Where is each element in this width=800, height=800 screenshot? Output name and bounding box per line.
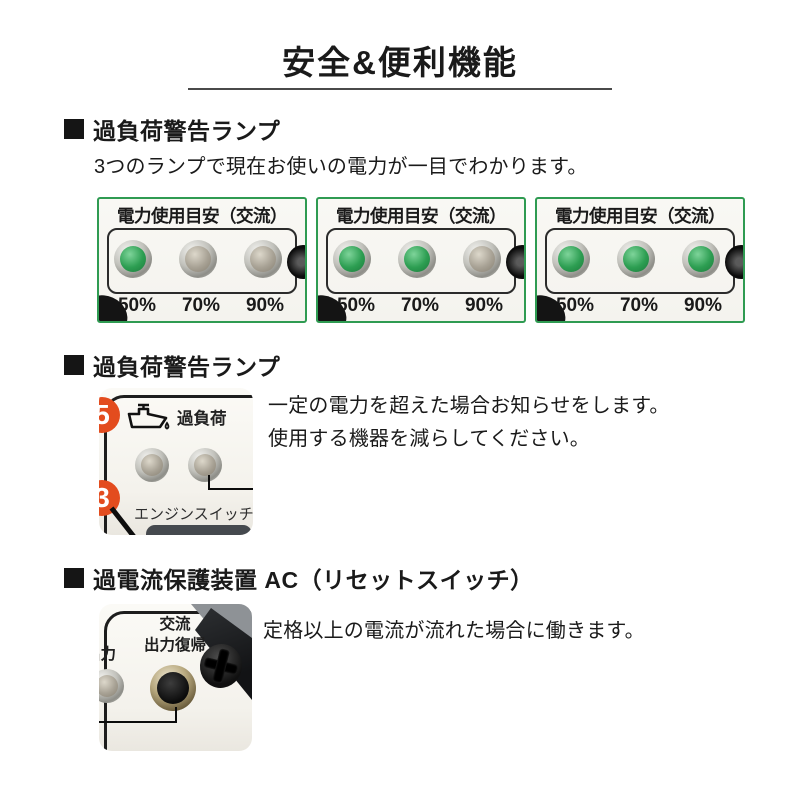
indicator-lamp-50-icon bbox=[333, 240, 371, 278]
lamp-box bbox=[326, 228, 516, 294]
section-2-description: 一定の電力を超えた場合お知らせをします。 使用する機器を減らしてください。 bbox=[268, 390, 670, 456]
warning-lamp-icon bbox=[135, 448, 169, 482]
meter-label-50: 50% bbox=[336, 295, 376, 316]
callout-line bbox=[208, 475, 253, 490]
indicator-lamp-90-icon bbox=[463, 240, 501, 278]
warning-lamp-icon bbox=[188, 448, 222, 482]
indicator-lamp-90-icon bbox=[682, 240, 720, 278]
section-bullet-icon bbox=[64, 355, 84, 375]
overload-lamp-label: 過負荷 bbox=[177, 410, 227, 428]
meter-label-90: 90% bbox=[683, 295, 723, 316]
power-meter-panel-1: 電力使用目安（交流） 50% 70% 90% bbox=[97, 197, 307, 323]
meter-label-70: 70% bbox=[400, 295, 440, 316]
step-badge-3: 3 bbox=[99, 480, 120, 516]
section-1-title: 過負荷警告ランプ bbox=[93, 118, 281, 144]
overload-lamp-photo: 5 過負荷 3 エンジンスイッチ bbox=[99, 388, 253, 535]
panel-outline bbox=[104, 395, 253, 535]
engine-switch-recess bbox=[146, 525, 252, 535]
callout-line bbox=[99, 707, 177, 723]
meter-title: 電力使用目安（交流） bbox=[117, 206, 288, 226]
indicator-lamp-70-icon bbox=[617, 240, 655, 278]
description-line-1: 一定の電力を超えた場合お知らせをします。 bbox=[268, 395, 670, 417]
indicator-lamp-90-icon bbox=[244, 240, 282, 278]
section-1-heading: 過負荷警告ランプ bbox=[64, 112, 280, 146]
section-3-title: 過電流保護装置 AC（リセットスイッチ） bbox=[93, 567, 534, 593]
lamp-box bbox=[545, 228, 735, 294]
meter-label-50: 50% bbox=[555, 295, 595, 316]
section-1-description: 3つのランプで現在お使いの電力が一目でわかります。 bbox=[94, 156, 588, 178]
reset-button bbox=[150, 665, 196, 711]
lamp-box bbox=[107, 228, 297, 294]
section-2-title: 過負荷警告ランプ bbox=[93, 354, 281, 380]
section-3-heading: 過電流保護装置 AC（リセットスイッチ） bbox=[64, 561, 534, 595]
grommet-icon bbox=[506, 245, 524, 279]
grommet-icon bbox=[725, 245, 743, 279]
meter-title: 電力使用目安（交流） bbox=[336, 206, 507, 226]
reset-switch-photo: 交流 出力復帰 出力 bbox=[99, 604, 252, 751]
grommet-icon bbox=[287, 245, 305, 279]
title-underline bbox=[188, 88, 612, 90]
engine-switch-label: エンジンスイッチ bbox=[134, 506, 253, 523]
ac-label-line-2: 出力復帰 bbox=[143, 637, 206, 654]
section-3-description: 定格以上の電流が流れた場合に働きます。 bbox=[263, 620, 645, 642]
meter-label-50: 50% bbox=[117, 295, 157, 316]
meter-title: 電力使用目安（交流） bbox=[555, 206, 726, 226]
output-partial-label: 出力 bbox=[99, 646, 117, 663]
meter-label-90: 90% bbox=[245, 295, 285, 316]
oil-can-icon bbox=[127, 403, 170, 430]
page-title: 安全&便利機能 bbox=[282, 44, 518, 81]
meter-label-90: 90% bbox=[464, 295, 504, 316]
meter-label-70: 70% bbox=[181, 295, 221, 316]
indicator-lamp-70-icon bbox=[398, 240, 436, 278]
power-meter-row: 電力使用目安（交流） 50% 70% 90% 電力使用目安（交流） 50% 70… bbox=[97, 197, 745, 323]
power-meter-panel-2: 電力使用目安（交流） 50% 70% 90% bbox=[316, 197, 526, 323]
ac-label-line-1: 交流 bbox=[159, 616, 191, 633]
section-2-heading: 過負荷警告ランプ bbox=[64, 348, 280, 382]
ac-output-reset-label: 交流 出力復帰 bbox=[127, 614, 223, 656]
power-meter-panel-3: 電力使用目安（交流） 50% 70% 90% bbox=[535, 197, 745, 323]
indicator-lamp-50-icon bbox=[552, 240, 590, 278]
section-bullet-icon bbox=[64, 568, 84, 588]
step-badge-5: 5 bbox=[99, 397, 120, 433]
indicator-lamp-70-icon bbox=[179, 240, 217, 278]
meter-label-70: 70% bbox=[619, 295, 659, 316]
description-line-2: 使用する機器を減らしてください。 bbox=[268, 428, 590, 450]
indicator-lamp-50-icon bbox=[114, 240, 152, 278]
section-bullet-icon bbox=[64, 119, 84, 139]
